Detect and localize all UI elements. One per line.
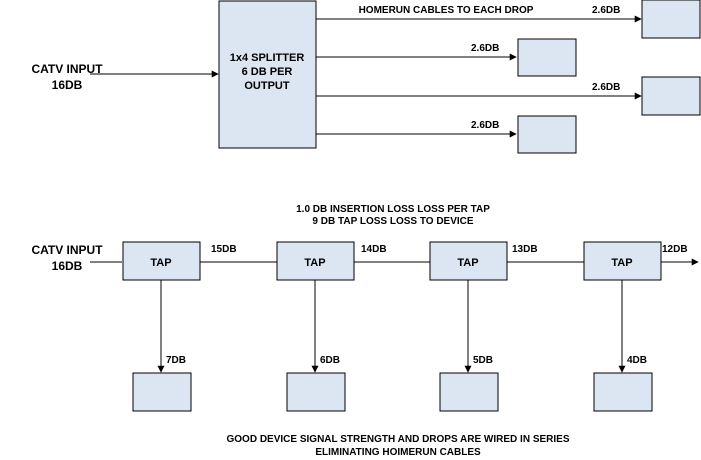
device-box-3 — [439, 372, 499, 412]
tap-note-line1: 1.0 DB INSERTION LOSS LOSS PER TAP — [296, 204, 490, 215]
splitter-box-line1: 1x4 SPLITTER — [230, 52, 305, 64]
device-box-1 — [132, 372, 192, 412]
drop-box-1 — [641, 0, 701, 39]
drop-box-3 — [641, 76, 701, 116]
trunk-level-3: 13DB — [512, 244, 538, 255]
trunk-level-2: 14DB — [361, 244, 387, 255]
tap-drop-level-4: 4DB — [627, 355, 647, 366]
device-box-4 — [593, 372, 653, 412]
tap-drop-level-2: 6DB — [320, 355, 340, 366]
trunk-level-1: 15DB — [211, 244, 237, 255]
splitter-output-level-4: 2.6DB — [471, 120, 499, 131]
splitter-box-line3: OUTPUT — [244, 80, 290, 92]
tap-drop-level-3: 5DB — [473, 355, 493, 366]
tap-label-4: TAP — [611, 257, 632, 269]
drop-box-2 — [517, 38, 577, 77]
tap-label-2: TAP — [304, 257, 325, 269]
tap-label-3: TAP — [457, 257, 478, 269]
footer-line2: ELIMINATING HOIMERUN CABLES — [315, 447, 481, 458]
tap-input-label-line2: 16DB — [52, 259, 83, 273]
device-box-2 — [286, 372, 346, 412]
tap-drop-level-1: 7DB — [166, 355, 186, 366]
drop-box-4 — [517, 115, 577, 154]
splitter-output-level-2: 2.6DB — [471, 43, 499, 54]
splitter-output-level-1: 2.6DB — [592, 5, 620, 16]
splitter-output-level-3: 2.6DB — [592, 82, 620, 93]
splitter-box — [218, 0, 317, 149]
tap-label-1: TAP — [150, 257, 171, 269]
footer-line1: GOOD DEVICE SIGNAL STRENGTH AND DROPS AR… — [227, 434, 570, 445]
tap-note-line2: 9 DB TAP LOSS LOSS TO DEVICE — [312, 216, 473, 227]
trunk-level-4: 12DB — [662, 244, 688, 255]
splitter-box-line2: 6 DB PER — [242, 66, 293, 78]
splitter-input-label-line2: 16DB — [52, 78, 83, 92]
tap-box-4 — [583, 241, 662, 281]
homerun-header: HOMERUN CABLES TO EACH DROP — [359, 5, 534, 16]
splitter-input-label-line1: CATV INPUT — [31, 62, 103, 76]
tap-input-label-line1: CATV INPUT — [31, 243, 103, 257]
